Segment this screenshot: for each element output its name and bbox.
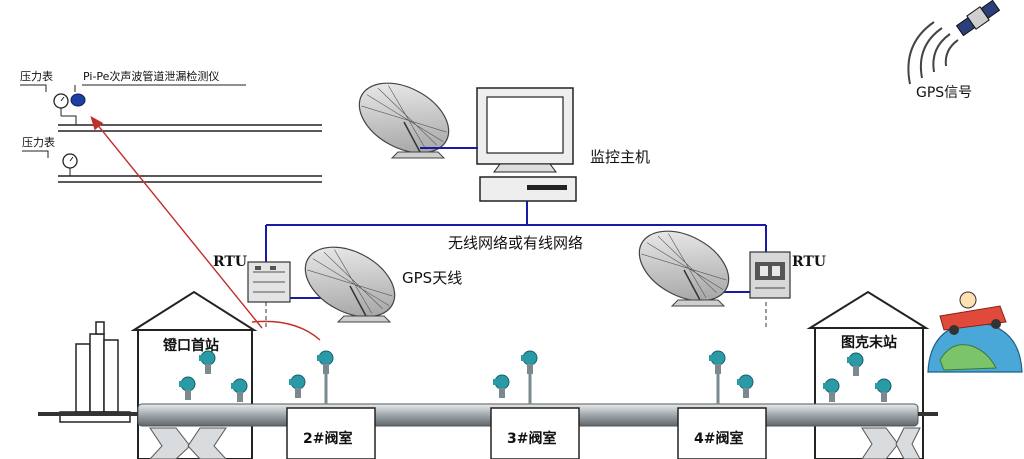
pressure-transmitter-icons — [178, 350, 892, 404]
gps-satellite-icon — [907, 0, 1001, 85]
valve-room-2 — [286, 407, 376, 459]
computer-icon — [476, 87, 577, 202]
pump-icon-right — [861, 427, 921, 459]
valve-room-4-label: 4#阀室 — [694, 430, 743, 447]
globe-car-icon — [927, 291, 1023, 373]
gps-antenna-label: GPS天线 — [402, 269, 462, 287]
satellite-dish-icon-right — [626, 216, 742, 316]
pressure-gauge-label-1: 压力表 — [20, 69, 53, 83]
station-left-label: 镫口首站 — [163, 337, 219, 354]
storage-tank-icon — [59, 321, 131, 423]
detector-device-icon — [70, 93, 86, 107]
satellite-dish-icon-host — [346, 68, 462, 168]
station-right-label: 图克末站 — [841, 334, 897, 351]
gps-signal-label: GPS信号 — [916, 85, 972, 101]
station-house-left — [130, 290, 258, 459]
rtu-icon-left — [247, 261, 291, 303]
valve-room-3-label: 3#阀室 — [507, 430, 556, 447]
pointer-arrow — [90, 115, 263, 329]
detector-label: Pi-Pe次声波管道泄漏检测仪 — [83, 69, 219, 83]
monitor-host-label: 监控主机 — [590, 148, 650, 166]
detector-inset: 压力表 Pi-Pe次声波管道泄漏检测仪 压力表 — [20, 69, 322, 183]
network-lines — [265, 201, 767, 299]
rtu-label-left: RTU — [213, 254, 247, 270]
pump-icon-left — [149, 427, 227, 459]
satellite-dish-icon-gps — [292, 232, 408, 332]
valve-room-4 — [677, 407, 767, 459]
rtu-icon-right — [749, 251, 791, 299]
rtu-label-right: RTU — [792, 254, 826, 270]
valve-room-3 — [490, 407, 580, 459]
valve-room-2-label: 2#阀室 — [303, 430, 352, 447]
pressure-gauge-label-2: 压力表 — [22, 135, 55, 149]
network-label: 无线网络或有线网络 — [448, 234, 583, 252]
